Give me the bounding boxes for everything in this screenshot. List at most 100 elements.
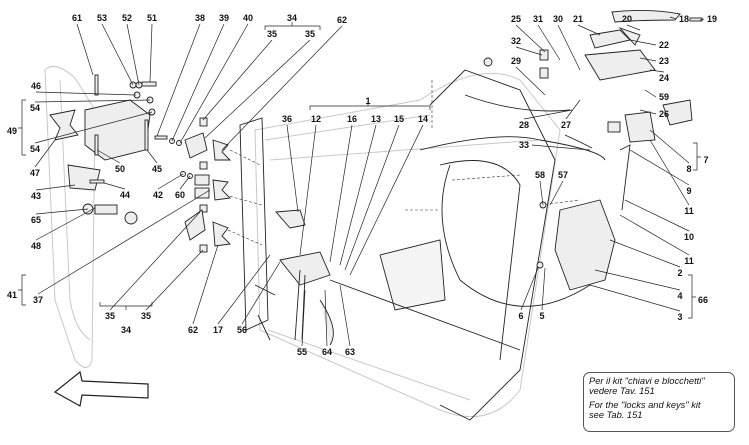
leader-line [629,39,657,46]
callout-40: 40 [243,13,253,23]
callout-37: 37 [33,295,43,305]
alignment-lines [224,80,581,246]
leader-line [619,214,690,256]
leader-line [301,289,306,347]
leader-line [221,25,343,151]
leader-line [649,129,690,164]
leader-line [96,149,121,164]
callout-30: 30 [553,14,563,24]
callout-18: 18 [679,14,689,24]
leader-line [629,149,690,186]
leader-line [523,109,573,120]
callout-66: 66 [698,295,708,305]
callout-11: 11 [684,256,694,266]
callout-42: 42 [153,190,163,200]
callout-50: 50 [115,164,125,174]
leader-line [649,69,665,73]
kit-reference-note: Per il kit "chiavi e blocchetti"vedere T… [583,372,735,432]
callout-36: 36 [282,114,292,124]
callout-6: 6 [518,311,523,321]
callout-48: 48 [31,241,41,251]
leader-line [539,180,544,206]
leader-line [35,91,137,96]
leader-line [537,24,561,61]
callout-5: 5 [539,311,544,321]
callout-58: 58 [535,170,545,180]
note-english-line2: see Tab. 151 [589,410,643,420]
leader-line [344,124,400,271]
callout-35: 35 [305,29,315,39]
leader-line [156,23,201,137]
leader-line [639,109,657,115]
callout-26: 26 [659,109,669,119]
callout-62: 62 [188,325,198,335]
leader-line [35,208,89,215]
callout-52: 52 [122,13,132,23]
leader-lines [34,16,705,347]
leader-line [531,144,591,151]
callout-44: 44 [120,190,130,200]
callout-59: 59 [659,92,669,102]
callout-19: 19 [707,14,717,24]
callout-45: 45 [152,164,162,174]
leader-line [520,267,539,311]
leader-line [557,24,581,71]
leader-line [217,254,271,325]
callout-8: 8 [686,164,691,174]
callout-62: 62 [337,15,347,25]
callout-27: 27 [561,120,571,130]
callout-31: 31 [533,14,543,24]
leader-line [34,99,151,103]
callout-21: 21 [573,14,583,24]
callout-11: 11 [684,206,694,216]
arrow-up-left-icon [53,370,149,407]
callout-35: 35 [267,29,277,39]
callout-14: 14 [418,114,428,124]
leader-line [515,66,546,96]
leader-line [589,284,681,312]
leader-line [339,284,351,347]
leader-line [669,16,677,20]
leader-line [171,23,225,142]
leader-line [202,39,273,121]
callout-13: 13 [371,114,381,124]
callout-65: 65 [31,215,41,225]
leader-line [549,180,564,206]
door-outline [44,65,561,421]
leader-line [624,199,690,232]
leader-line [349,124,424,276]
hinge-lower [67,164,101,191]
leader-line [339,124,377,266]
callout-60: 60 [175,190,185,200]
leader-line [329,124,353,263]
leader-line [35,184,76,191]
leader-line [541,267,546,311]
callout-2: 2 [677,268,682,278]
leader-line [34,111,153,144]
callout-35: 35 [105,311,115,321]
note-italian-line2: vedere Tav. 151 [589,386,655,396]
leader-line [179,23,249,144]
leader-line [101,23,134,86]
leader-line [35,207,96,241]
leader-line [145,249,204,311]
callout-20: 20 [622,14,632,24]
leader-line [324,289,328,347]
note-italian-line1: Per il kit "chiavi e blocchetti" [589,376,705,386]
leader-line [192,244,219,325]
callout-53: 53 [97,13,107,23]
callout-55: 55 [297,347,307,357]
callout-32: 32 [511,36,521,46]
leader-line [644,89,657,98]
callout-1: 1 [365,96,370,106]
leader-line [204,39,311,139]
callout-39: 39 [219,13,229,23]
leader-line [639,57,657,62]
callout-54: 54 [30,144,40,154]
leader-line [76,23,94,76]
leader-line [241,261,281,325]
callout-35: 35 [141,311,151,321]
